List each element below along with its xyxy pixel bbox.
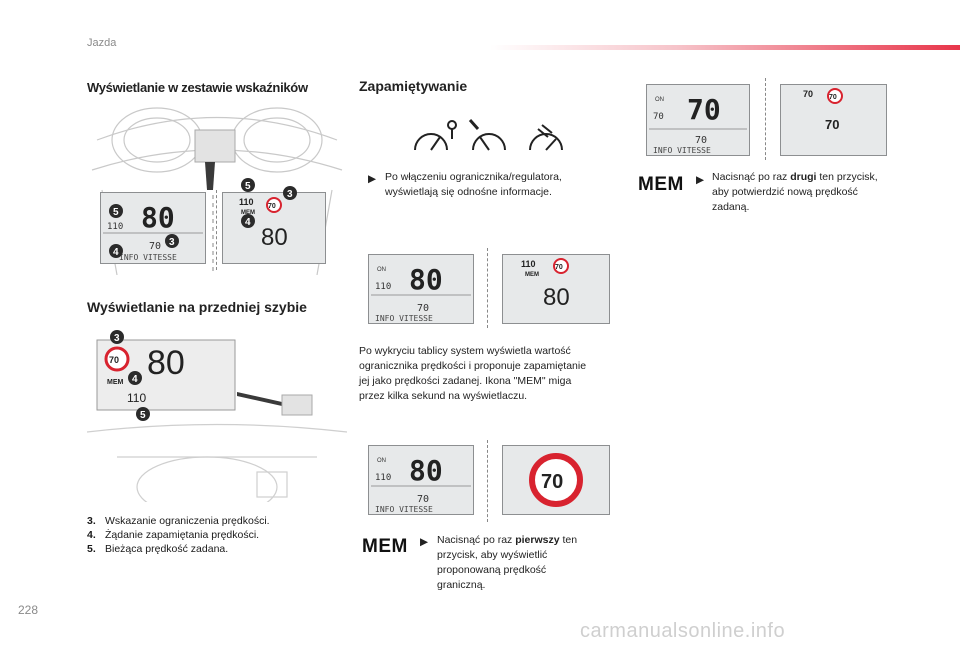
bullet-arrow-icon: ▶ (420, 536, 429, 548)
cruise-gauge-icon (472, 133, 506, 151)
legend-item: 3.Wskazanie ograniczenia prędkości. (87, 515, 270, 527)
cluster-lcd-2: 110 MEM 70 80 (222, 192, 326, 264)
lcd-70: 70 (417, 303, 429, 314)
lcd2-mem: MEM (241, 210, 255, 216)
lcd-speed-70: 70 (149, 241, 161, 252)
hud-mem: MEM (107, 379, 124, 386)
heading-cluster-display: Wyświetlanie w zestawie wskaźników (87, 80, 308, 95)
lcd-70: 70 (803, 89, 813, 99)
lcd-110: 110 (521, 259, 536, 269)
right-lcd-1-graphic: ON 70 70 70 INFO VITESSE (649, 93, 747, 155)
page-number: 228 (18, 603, 39, 617)
bullet-activation-text: Po włączeniu ogranicznika/regulatora, wy… (385, 171, 562, 198)
callouts-cluster: 5 3 4 5 3 4 (109, 178, 297, 258)
divider (216, 190, 217, 270)
mem-label-right: MEM (638, 174, 684, 195)
middle-lcd-1-graphic: ON 110 80 70 INFO VITESSE (371, 263, 471, 323)
hud-sign-70: 70 (109, 355, 119, 365)
hud-speed-80: 80 (147, 344, 185, 382)
lcd-70-big: 70 (687, 93, 721, 126)
middle-lcd-4: 70 (502, 445, 610, 515)
dashboard-illustration (91, 107, 343, 275)
watermark: carmanualsonline.info (580, 620, 786, 642)
bullet-arrow-icon: ▶ (368, 173, 377, 185)
hud-callout-4: 4 (132, 374, 138, 385)
lcd-on: ON (377, 458, 386, 464)
lcd-mem: MEM (525, 272, 539, 278)
legend-item: 4.Żądanie zapamiętania prędkości. (87, 529, 260, 541)
right-lcd-1: ON 70 70 70 INFO VITESSE (646, 84, 750, 156)
big-sign-70: 70 (541, 471, 563, 493)
lcd-speed-80: 80 (141, 201, 175, 234)
lcd-80: 80 (409, 454, 443, 487)
middle-lcd-2-graphic: 110 MEM 70 80 (521, 258, 570, 311)
press-first-text: Nacisnąć po raz pierwszy ten przycisk, a… (437, 534, 578, 591)
lcd-info: INFO VITESSE (375, 314, 433, 323)
lcd-110: 110 (375, 282, 391, 292)
lcd-80: 80 (409, 263, 443, 296)
callout-3b: 3 (287, 189, 293, 200)
lcd2-speed-80: 80 (261, 224, 288, 251)
press-second-text: Nacisnąć po raz drugi ten przycisk, aby … (712, 171, 878, 213)
lcd-70: 70 (555, 264, 563, 271)
lcd-info-vitesse: INFO VITESSE (119, 253, 177, 262)
middle-lcd-3-graphic: ON 110 80 70 INFO VITESSE (371, 454, 471, 514)
middle-lcd-2: 110 MEM 70 80 (502, 254, 610, 324)
hud-speed-110: 110 (127, 391, 146, 405)
hud-callout-5: 5 (140, 410, 146, 421)
legend-item: 5.Bieżąca prędkość zadana. (87, 543, 229, 555)
callout-3: 3 (169, 237, 175, 248)
lcd2-sign-70: 70 (268, 203, 276, 210)
lcd-info: INFO VITESSE (375, 505, 433, 514)
mem-label: MEM (362, 536, 408, 557)
lcd-70-main: 70 (825, 117, 839, 132)
section-title: Jazda (87, 37, 117, 49)
legend-list: 3.Wskazanie ograniczenia prędkości. 4.Żą… (87, 514, 270, 556)
lcd-70: 70 (653, 112, 664, 122)
callout-5b: 5 (245, 181, 251, 192)
divider (487, 248, 488, 328)
lcd-on: ON (655, 97, 664, 103)
cluster-lcd-graphic: 80 110 70 INFO VITESSE (103, 201, 203, 262)
lcd-info: INFO VITESSE (653, 146, 711, 155)
callout-5: 5 (113, 207, 119, 218)
sign-70-icon (827, 88, 843, 104)
middle-lcd-1: ON 110 80 70 INFO VITESSE (368, 254, 474, 324)
windscreen-illustration: 70 80 MEM 110 3 4 5 (87, 330, 347, 502)
lcd-70-sign: 70 (829, 94, 837, 101)
heading-memorizing: Zapamiętywanie (359, 78, 468, 94)
hud-callout-3: 3 (114, 333, 120, 344)
detection-paragraph: Po wykryciu tablicy system wyświetla war… (359, 345, 587, 402)
callout-4b: 4 (245, 217, 251, 228)
cluster-lcd-2-graphic: 110 MEM 70 80 (239, 197, 288, 251)
cluster-lcd: 80 110 70 INFO VITESSE (100, 192, 206, 264)
adaptive-gauge-icon (529, 133, 563, 151)
middle-lcd-4-graphic: 70 (529, 453, 583, 507)
hud-sign-70-icon (104, 346, 130, 372)
middle-lcd-3: ON 110 80 70 INFO VITESSE (368, 445, 474, 515)
heading-windscreen-display: Wyświetlanie na przedniej szybie (87, 299, 307, 315)
big-sign-70-icon (529, 453, 583, 507)
lcd-110: 110 (375, 473, 391, 483)
limiter-gauge-icon (414, 133, 448, 151)
lcd2-speed-110: 110 (239, 197, 254, 207)
lcd-on: ON (377, 267, 386, 273)
right-lcd-2: 70 70 70 (780, 84, 887, 156)
gauge-icons (414, 119, 563, 151)
divider (765, 78, 766, 160)
lcd-70: 70 (695, 135, 707, 146)
header-accent-bar (490, 45, 960, 50)
lcd-70: 70 (417, 494, 429, 505)
lcd-80: 80 (543, 284, 570, 311)
callout-4: 4 (113, 247, 119, 258)
sign-70-icon (266, 197, 282, 213)
sign-70-icon (553, 258, 569, 274)
bullet-arrow-icon: ▶ (696, 174, 705, 186)
right-lcd-2-graphic: 70 70 70 (803, 88, 843, 132)
lcd-speed-110: 110 (107, 222, 123, 232)
divider (487, 440, 488, 522)
